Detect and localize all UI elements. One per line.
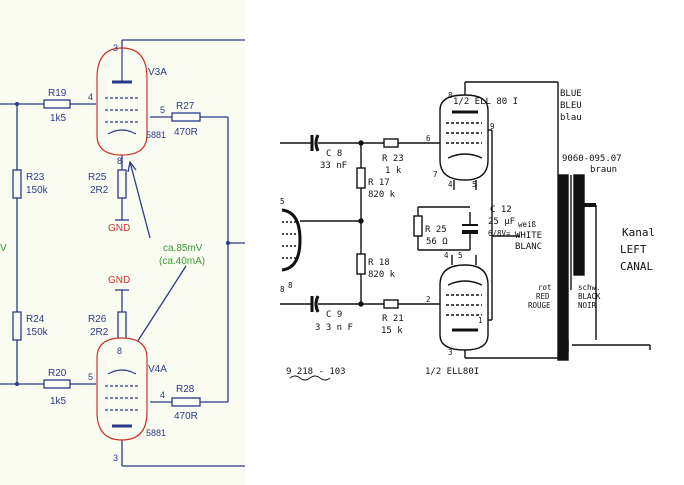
- wire-black-en: BLACK: [578, 292, 601, 301]
- v3a-label: V3A: [148, 67, 167, 78]
- tube-bottom-pin-bottom: 3: [448, 348, 453, 357]
- r24-name: R24: [26, 314, 45, 325]
- v4a-label: V4A: [148, 364, 167, 375]
- tube-bottom-pin-left: 2: [426, 295, 431, 304]
- v3a-pin-cathode: 8: [117, 156, 122, 166]
- r18-value: 820 k: [368, 270, 396, 280]
- c9-value: 3 3 n F: [315, 323, 353, 333]
- r27-value: 470R: [174, 127, 198, 138]
- channel-fr: CANAL: [620, 260, 653, 273]
- r23-value: 1 k: [385, 166, 402, 176]
- left-schematic: V3A 5881 4 5 8 3 R19 1k5 R27 470R R23 15…: [0, 39, 245, 467]
- tube-bottom-pin-right: 1: [478, 316, 483, 325]
- v4a-pin-plate: 4: [160, 390, 165, 400]
- r18-name: R 18: [368, 258, 390, 268]
- r26-value: 2R2: [90, 327, 109, 338]
- gnd-label-top: GND: [108, 223, 130, 234]
- v4a-pin-cathode: 8: [117, 346, 122, 356]
- r17-name: R 17: [368, 178, 390, 188]
- r25-value: 2R2: [90, 185, 109, 196]
- wire-blue-en: BLUE: [560, 89, 582, 99]
- v4a-pin-grid: 5: [88, 372, 93, 382]
- c12-value: 25 μF: [488, 217, 515, 227]
- r27-name: R27: [176, 101, 195, 112]
- wire-red-de: rot: [538, 283, 552, 292]
- tube-bottom-label: 1/2 ELL80I: [425, 367, 479, 377]
- wire-white-fr: BLANC: [515, 242, 542, 252]
- wire-black-fr: NOIR: [578, 301, 597, 310]
- r28-name: R28: [176, 384, 195, 395]
- v3a-pin-plate: 5: [160, 105, 165, 115]
- r23-name: R23: [26, 172, 45, 183]
- tube-top-pin-left: 6: [426, 134, 431, 143]
- gnd-label-bottom: GND: [108, 275, 130, 286]
- c12-name: C 12: [490, 205, 512, 215]
- r20-name: R20: [48, 368, 67, 379]
- v4a-type-label: 5881: [146, 428, 166, 438]
- r25-value: 56 Ω: [426, 237, 448, 247]
- channel-en: LEFT: [620, 243, 647, 256]
- r25-name: R 25: [425, 225, 447, 235]
- r26-name: R26: [88, 314, 107, 325]
- small-tube-cut-letter: 8: [280, 285, 285, 294]
- c8-name: C 8: [326, 149, 342, 159]
- c8-value: 33 nF: [320, 161, 347, 171]
- transformer-part: 9060-095.07: [562, 154, 622, 164]
- tube-bottom-pin-top-a: 4: [444, 251, 449, 260]
- wire-red-fr: ROUGE: [528, 301, 551, 310]
- wire-blue-fr: BLEU: [560, 101, 582, 111]
- tube-top-pin-right: 9: [490, 122, 495, 131]
- tube-bottom-pin-top-b: 5: [458, 251, 463, 260]
- r19-value: 1k5: [50, 113, 67, 124]
- c9-name: C 9: [326, 310, 342, 320]
- channel-de: Kanal: [622, 226, 655, 239]
- current-note-line2: (ca.40mA): [159, 256, 205, 267]
- current-note-line1: ca.85mV: [163, 243, 203, 254]
- r21-value: 15 k: [381, 326, 403, 336]
- r17-value: 820 k: [368, 190, 396, 200]
- wire-braun: braun: [590, 165, 617, 175]
- wire-white-de: weiß: [518, 220, 537, 229]
- tube-top-pin-heater-a: 7: [433, 170, 438, 179]
- small-tube-pin-5: 5: [280, 197, 285, 206]
- wire-red-en: RED: [536, 292, 550, 301]
- small-tube-pin-8: 8: [288, 281, 293, 290]
- wire-white-en: WHITE: [515, 231, 542, 241]
- tube-top-pin-heater-b: 4: [448, 180, 453, 189]
- tube-top-pin-heater-c: 5: [472, 180, 477, 189]
- r28-value: 470R: [174, 411, 198, 422]
- r23-value: 150k: [26, 185, 49, 196]
- v3a-type-label: 5881: [146, 130, 166, 140]
- v3a-pin-top: 3: [113, 43, 118, 53]
- r24-value: 150k: [26, 327, 49, 338]
- edge-voltage-label: V: [0, 243, 7, 254]
- tube-top-pin-top: 8: [448, 91, 453, 100]
- part-number: 9 218 - 103: [286, 367, 346, 377]
- wire-blue-de: blau: [560, 113, 582, 123]
- r20-value: 1k5: [50, 396, 67, 407]
- r23-name: R 23: [382, 154, 404, 164]
- r21-name: R 21: [382, 314, 404, 324]
- wire-black-de: schw.: [578, 283, 601, 292]
- c12-voltage: 6/8V=: [488, 229, 511, 238]
- r25-name: R25: [88, 172, 107, 183]
- v4a-pin-bottom: 3: [113, 453, 118, 463]
- tube-top-label: 1/2 ELL 80 I: [453, 97, 518, 107]
- v3a-pin-grid: 4: [88, 92, 93, 102]
- r19-name: R19: [48, 88, 67, 99]
